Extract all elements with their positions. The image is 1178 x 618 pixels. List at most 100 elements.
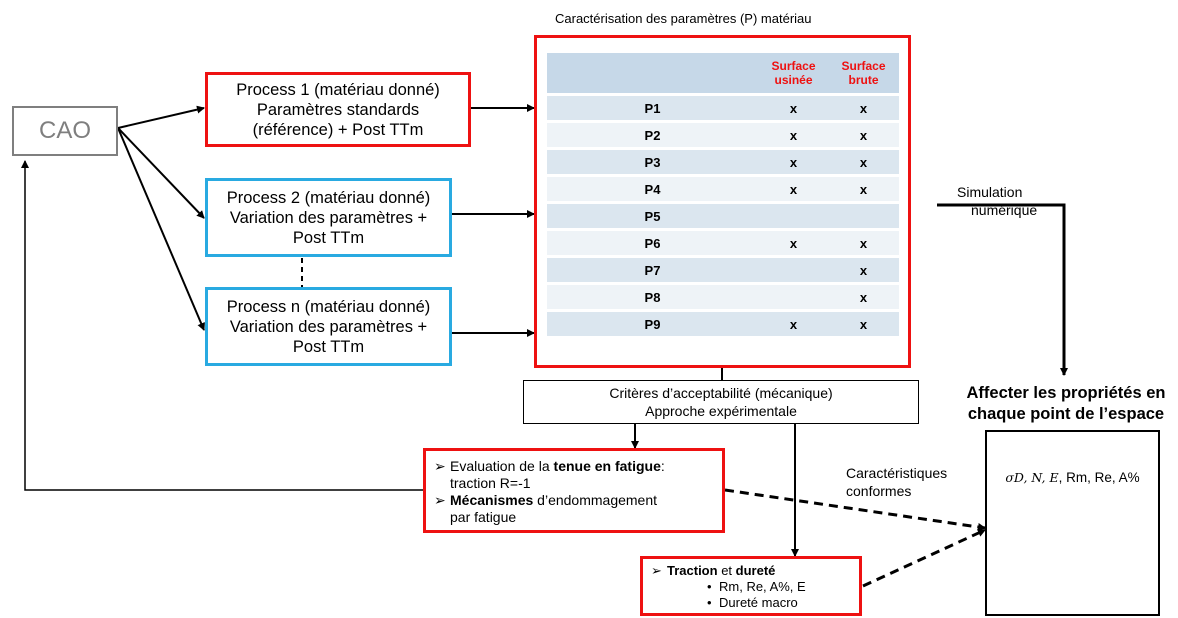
row-name: P5 (546, 204, 759, 228)
traction-box: ➢ Traction et dureté • Rm, Re, A%, E •Dur… (640, 556, 862, 616)
traction-title-bold2: dureté (735, 563, 776, 578)
row-brute: x (828, 285, 899, 309)
process-1-box: Process 1 (matériau donné) Paramètres st… (205, 72, 471, 147)
cao-label: CAO (38, 117, 91, 144)
arrow-bullet-icon: ➢ (434, 458, 446, 474)
process-n-line2: Variation des paramètres + (229, 317, 428, 336)
process-1-line3: (référence) + Post TTm (252, 120, 424, 139)
row-usinee (758, 204, 829, 228)
process-1-line1: Process 1 (matériau donné) (236, 80, 440, 99)
arrow-cao-process2 (117, 127, 205, 219)
criteria-line1: Critères d’acceptabilité (mécanique) (609, 385, 833, 401)
row-usinee (758, 258, 829, 282)
arrow-cao-processn (117, 127, 205, 331)
row-brute: x (828, 231, 899, 255)
traction-title-bold1: Traction (667, 563, 718, 578)
row-name: P2 (546, 123, 759, 147)
process-n-line3: Post TTm (292, 337, 365, 356)
traction-title: ➢ Traction et dureté • Rm, Re, A%, E •Dur… (651, 563, 806, 611)
dot-bullet-icon: • (707, 595, 712, 610)
row-usinee: x (758, 123, 829, 147)
caracteristiques-label-l2: conformes (846, 483, 912, 499)
arrow-cao-process1 (117, 105, 205, 129)
fatigue-list: ➢ Evaluation de la tenue en fatigue: tra… (434, 458, 665, 526)
arrow-simulation (937, 203, 1068, 376)
header-surface-brute: Surface brute (828, 53, 899, 93)
row-name: P6 (546, 231, 759, 255)
process-1-line2: Paramètres standards (256, 100, 420, 119)
arrow-bullet-icon: ➢ (651, 563, 662, 578)
row-name: P9 (546, 312, 759, 336)
process-2-line3: Post TTm (292, 228, 365, 247)
cao-box: CAO (12, 106, 118, 156)
row-usinee: x (758, 177, 829, 201)
process-n-box: Process n (matériau donné) Variation des… (205, 287, 452, 366)
row-brute: x (828, 258, 899, 282)
caracteristiques-label-l1: Caractéristiques (846, 465, 948, 481)
traction-item: •Dureté macro (707, 595, 806, 611)
row-brute: x (828, 150, 899, 174)
header-surface-usinee-l2: usinée (774, 73, 813, 87)
row-brute: x (828, 96, 899, 120)
traction-list: ➢ Traction et dureté • Rm, Re, A%, E •Dur… (651, 563, 806, 611)
fatigue-item1-pre: Evaluation de la (450, 458, 554, 474)
process-n-line1: Process n (matériau donné) (226, 297, 431, 316)
fatigue-item-2: ➢ Mécanismes d’endommagement par fatigue (434, 492, 665, 526)
fatigue-box: ➢ Evaluation de la tenue en fatigue: tra… (423, 448, 725, 533)
row-brute (828, 204, 899, 228)
table-row: P5 (546, 204, 899, 228)
row-name: P3 (546, 150, 759, 174)
row-brute: x (828, 312, 899, 336)
header-surface-usinee-l1: Surface (771, 59, 816, 73)
row-usinee (758, 285, 829, 309)
traction-item: • Rm, Re, A%, E (707, 579, 806, 595)
row-name: P7 (546, 258, 759, 282)
dot-bullet-icon: • (707, 579, 712, 594)
row-name: P4 (546, 177, 759, 201)
row-brute: x (828, 123, 899, 147)
arrow-bullet-icon: ➢ (434, 492, 446, 508)
header-surface-brute-l1: Surface (841, 59, 886, 73)
header-surface-brute-l2: brute (848, 73, 879, 87)
row-usinee: x (758, 312, 829, 336)
traction-sublist: • Rm, Re, A%, E •Dureté macro (667, 579, 806, 611)
table-section-title: Caractérisation des paramètres (P) matér… (555, 11, 812, 26)
properties-symbols: σD, N, E (1005, 470, 1059, 485)
fatigue-item1-bold: tenue en fatigue (553, 458, 661, 474)
traction-title-mid: et (717, 563, 736, 578)
fatigue-item1-line2: traction R=-1 (450, 475, 531, 491)
fatigue-item2-bold: Mécanismes (450, 492, 534, 508)
row-name: P8 (546, 285, 759, 309)
properties-values: , Rm, Re, A% (1058, 470, 1140, 485)
affecter-title-l2: chaque point de l’espace (967, 405, 1165, 423)
dashed-arrow-traction-properties (862, 528, 986, 588)
simulation-label-l1: Simulation (957, 184, 1023, 200)
affecter-title-l1: Affecter les propriétés en (966, 384, 1166, 402)
table-row: P8 x (546, 285, 899, 309)
row-usinee: x (758, 231, 829, 255)
simulation-label: Simulation numérique (957, 183, 1037, 219)
traction-item-text: Rm, Re, A%, E (719, 579, 806, 594)
caracteristiques-label: Caractéristiques conformes (846, 464, 947, 500)
properties-text: σD, N, E, Rm, Re, A% (1005, 470, 1139, 485)
table-row: P7 x (546, 258, 899, 282)
fatigue-item1-post: : (660, 458, 665, 474)
criteria-line2: Approche expérimentale (645, 403, 797, 419)
row-name: P1 (546, 96, 759, 120)
affecter-title: Affecter les propriétés en chaque point … (955, 383, 1177, 425)
table-header-empty (546, 53, 759, 93)
table-header-row: Surface usinée Surface brute (546, 53, 899, 93)
process-2-line1: Process 2 (matériau donné) (226, 188, 431, 207)
fatigue-item2-line2: par fatigue (450, 509, 517, 525)
row-usinee: x (758, 96, 829, 120)
process-2-box: Process 2 (matériau donné) Variation des… (205, 178, 452, 257)
dashed-arrow-fatigue-properties (724, 488, 986, 531)
criteria-box: Critères d’acceptabilité (mécanique) App… (523, 380, 919, 424)
